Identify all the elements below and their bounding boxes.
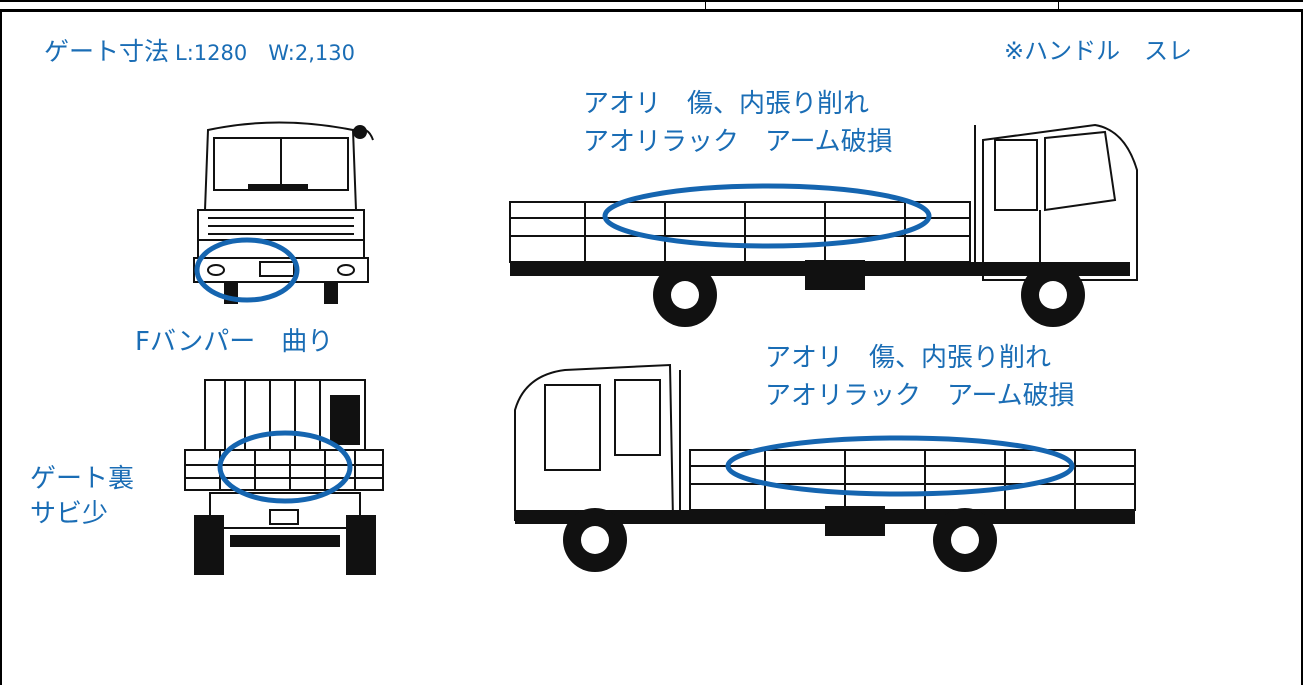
side-bottom-note-line2: アオリラック アーム破損 [765,380,1075,411]
truck-side-view-left [514,363,1136,572]
gate-dimensions-values: L:1280 W:2,130 [175,41,355,65]
side-top-note-line2: アオリラック アーム破損 [583,126,893,157]
rear-gate-note: ゲート裏 サビ少 [30,462,134,532]
side-top-deck-marker-ellipse [602,183,932,249]
rear-gate-marker-ellipse [217,430,353,504]
truck-side-view-right [509,123,1138,327]
front-bumper-marker-ellipse [194,237,300,303]
header-divider-1 [705,0,706,10]
handle-wear-note: ※ハンドル スレ [1004,37,1193,65]
gate-dimensions-label: ゲート寸法 [44,37,170,66]
header-top-border [0,0,1303,2]
right-border [1301,12,1303,685]
truck-front-view [193,121,374,304]
side-bottom-note-line1: アオリ 傷、内張り削れ [765,343,1052,373]
side-view-bottom-damage-note: アオリ 傷、内張り削れ アオリラック アーム破損 [765,340,1075,415]
side-bottom-deck-marker-ellipse [725,435,1075,497]
left-border [0,12,2,685]
side-view-top-damage-note: アオリ 傷、内張り削れ アオリラック アーム破損 [583,86,893,161]
header-bottom-border [0,9,1303,12]
rear-gate-note-line2: サビ少 [30,499,109,530]
rear-gate-note-line1: ゲート裏 [30,464,135,494]
front-bumper-note: Fバンパー 曲り [135,327,334,357]
side-top-note-line1: アオリ 傷、内張り削れ [583,89,870,119]
header-divider-2 [1058,0,1059,10]
